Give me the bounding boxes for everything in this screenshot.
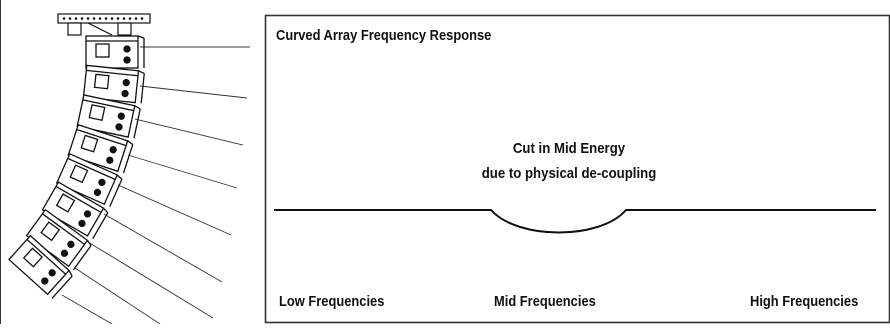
speaker-cabinet (8, 234, 73, 299)
dispersion-line (127, 154, 238, 189)
rigging-link (67, 22, 82, 36)
speaker-cabinet (25, 208, 92, 271)
dispersion-lines (61, 46, 250, 325)
dispersion-line (134, 118, 244, 146)
dispersion-line (74, 267, 161, 325)
frequency-response-curve (274, 209, 876, 234)
rigging-frame (57, 13, 151, 36)
dispersion-line (87, 241, 214, 319)
speaker-cabinet (85, 35, 145, 69)
rigging-holes (62, 17, 144, 20)
mid-frequencies-label: Mid Frequencies (494, 293, 596, 310)
dispersion-line (117, 184, 232, 236)
line-array-speakers (8, 35, 145, 299)
chart-title: Curved Array Frequency Response (276, 27, 492, 44)
speaker-cabinet (76, 94, 141, 139)
annotation-line-1: Cut in Mid Energy (512, 140, 626, 157)
speaker-cabinet (41, 181, 109, 240)
speaker-cabinet (82, 64, 145, 104)
speaker-cabinet (55, 152, 123, 207)
rigging-bar (57, 13, 151, 24)
rigging-link (117, 22, 132, 36)
mid-dip-annotation: Cut in Mid Energy due to physical de-cou… (417, 136, 721, 186)
rigging-strut (87, 22, 113, 36)
dispersion-line (61, 294, 113, 325)
dispersion-line (139, 85, 248, 99)
high-frequencies-label: High Frequencies (750, 293, 859, 310)
annotation-line-2: due to physical de-coupling (481, 165, 657, 182)
low-frequencies-label: Low Frequencies (279, 293, 385, 310)
dispersion-line (103, 213, 223, 283)
